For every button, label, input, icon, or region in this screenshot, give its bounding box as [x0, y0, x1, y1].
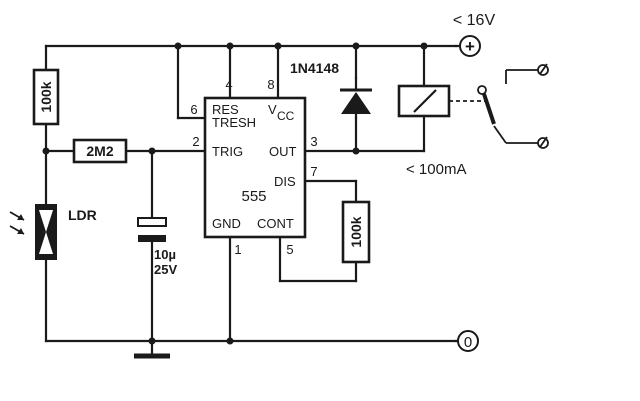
resistor-100k-discharge: 100k: [341, 200, 371, 264]
relay-current-label: < 100mA: [406, 161, 466, 178]
pin-trig-label: TRIG: [212, 144, 243, 159]
contact-pivot-no-icon: [477, 85, 487, 95]
resistor-2m2: 2M2: [72, 138, 128, 164]
zero-symbol: 0: [464, 334, 472, 351]
wiring: [44, 44, 458, 359]
plus-symbol: +: [465, 37, 475, 56]
diode-1n4148: 1N4148: [290, 60, 372, 120]
ldr: LDR: [9, 204, 97, 260]
relay: < 100mA: [397, 84, 488, 178]
resistor-100k-top: 100k: [32, 68, 60, 126]
resistor-2m2-label: 2M2: [86, 143, 113, 159]
capacitor-voltage-label: 25V: [154, 262, 177, 277]
pin-8-number: 8: [267, 77, 274, 92]
pin-1-number: 1: [234, 242, 241, 257]
pin-4-number: 4: [225, 77, 232, 92]
ic-555: 4 8 6 2 3 7 1 5 RES TRESH TRIG OUT DIS G…: [190, 77, 317, 257]
ic-name-label: 555: [241, 188, 266, 205]
relay-contacts: [477, 63, 549, 149]
supply-voltage-label: < 16V: [453, 12, 496, 29]
resistor-100k-top-label: 100k: [38, 81, 54, 112]
pin-3-number: 3: [310, 134, 317, 149]
pin-vcc-label: V: [268, 102, 277, 117]
pin-vcc-subscript: CC: [277, 109, 295, 123]
pin-gnd-label: GND: [212, 216, 241, 231]
junction-dots: [42, 42, 428, 345]
pin-5-number: 5: [286, 242, 293, 257]
capacitor: 10µ 25V: [137, 217, 177, 277]
light-arrows-icon: [9, 211, 25, 235]
pin-out-label: OUT: [269, 144, 297, 159]
ldr-label: LDR: [68, 207, 97, 223]
pin-7-number: 7: [310, 164, 317, 179]
pin-res-label: RES: [212, 102, 239, 117]
pin-dis-label: DIS: [274, 174, 296, 189]
supply-plus-terminal: +: [454, 35, 481, 57]
pin-6-number: 6: [190, 102, 197, 117]
pin-tresh-label: TRESH: [212, 115, 256, 130]
supply-zero-terminal: 0: [454, 330, 479, 352]
diode-label: 1N4148: [290, 60, 339, 76]
capacitor-value-label: 10µ: [154, 247, 176, 262]
pin-cont-label: CONT: [257, 216, 294, 231]
resistor-100k-discharge-label: 100k: [348, 216, 364, 247]
pin-2-number: 2: [192, 134, 199, 149]
